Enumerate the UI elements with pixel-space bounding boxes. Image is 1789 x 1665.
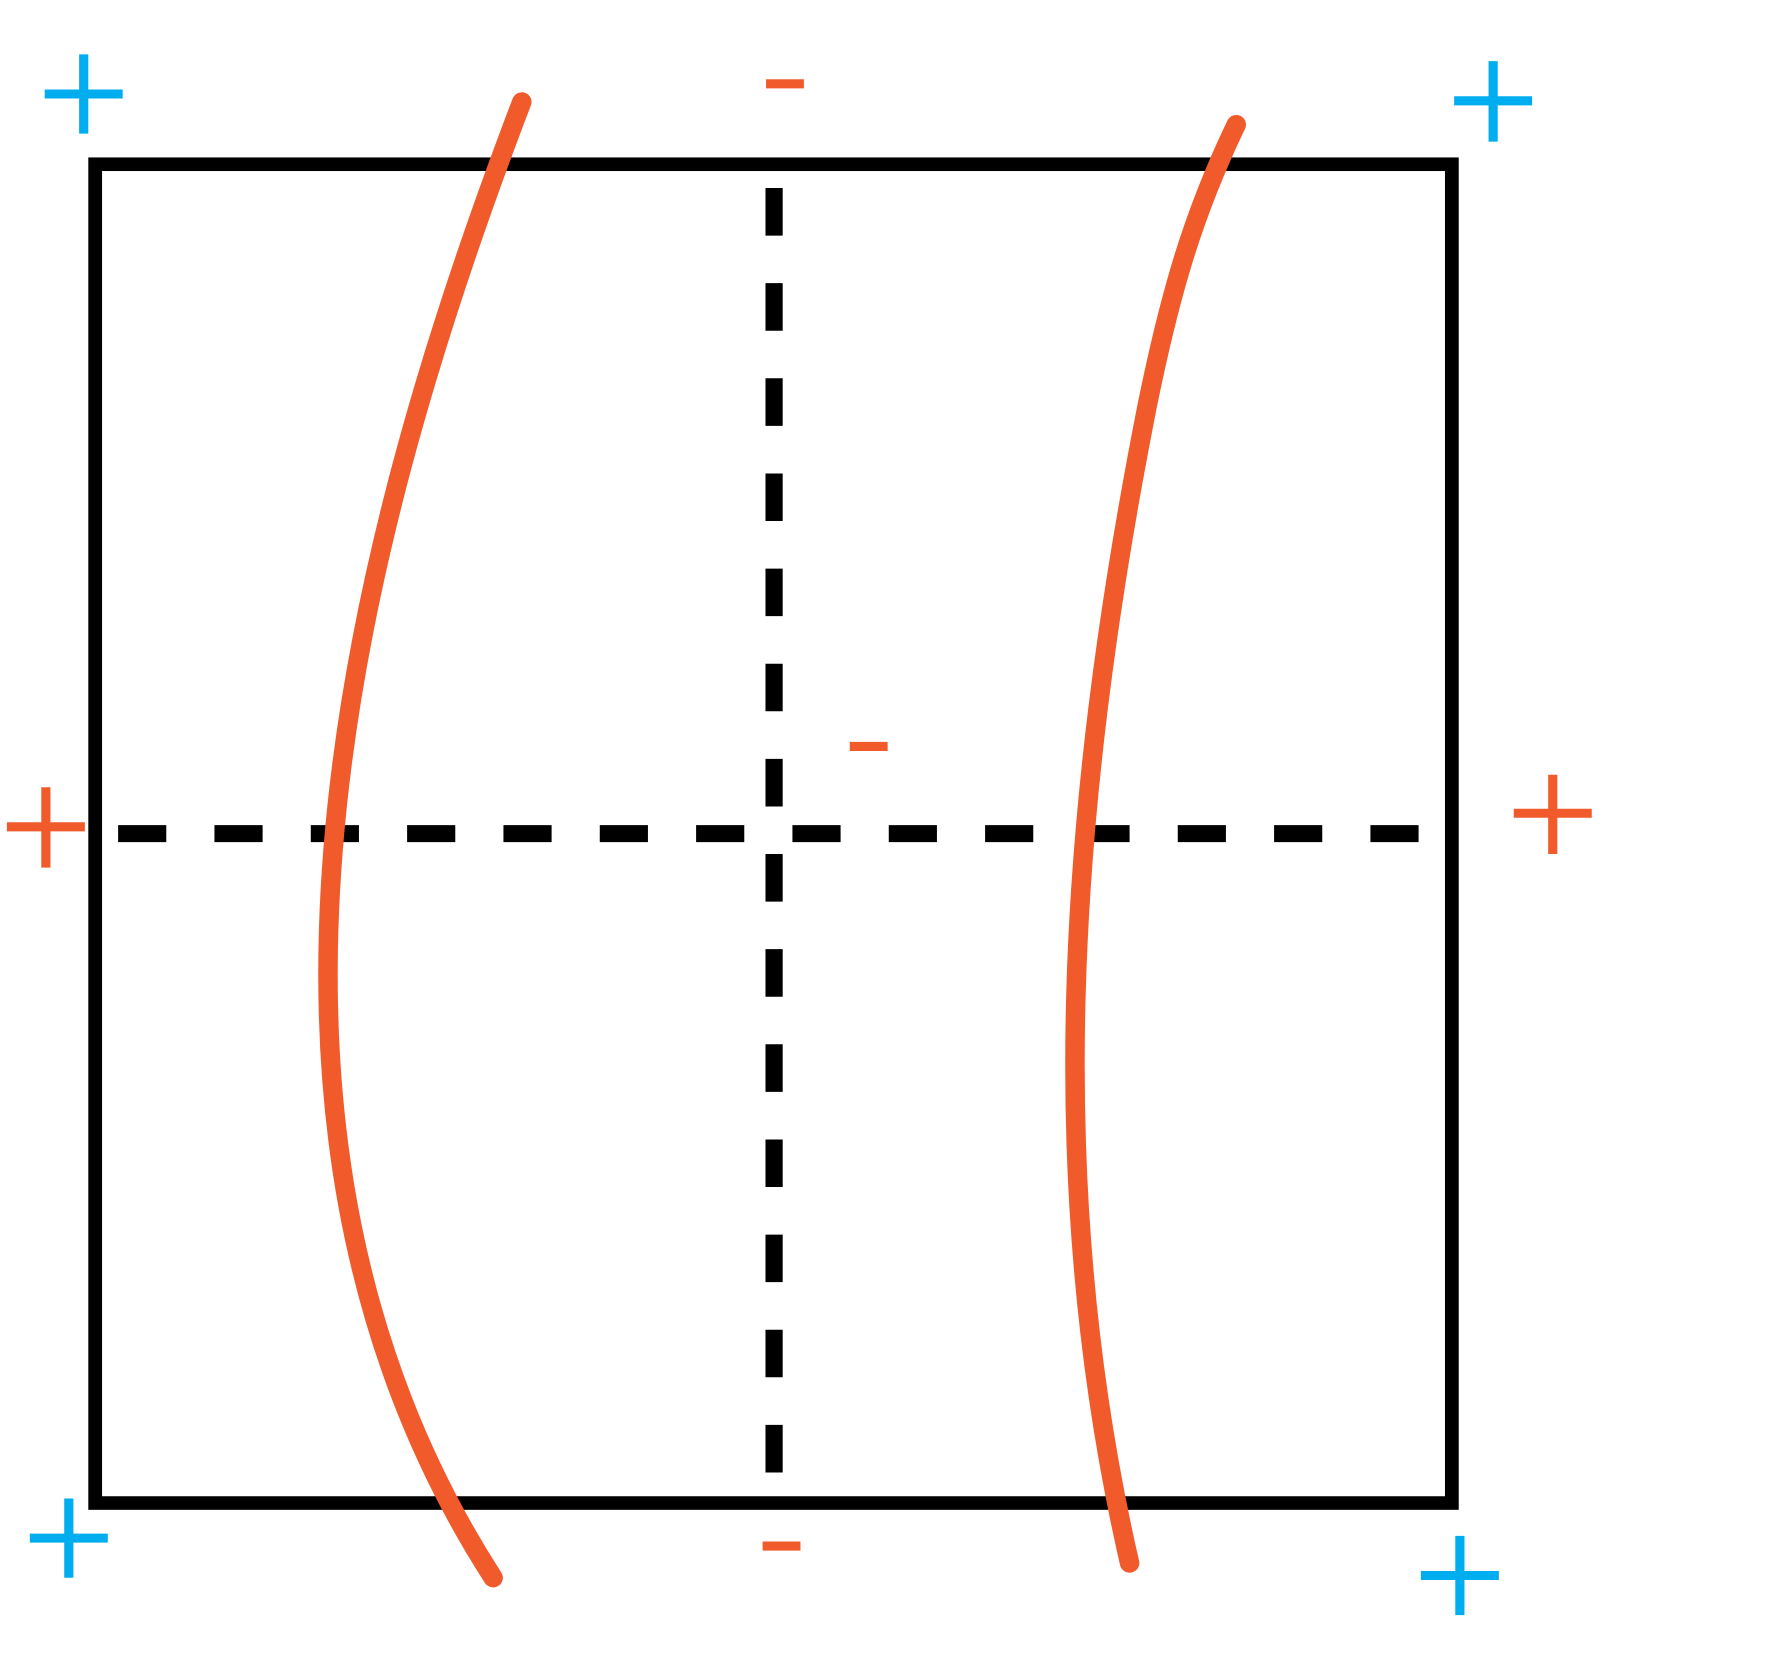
plus-sign-top-right (1454, 61, 1533, 142)
right-curve (1065, 114, 1246, 1573)
left-curve (318, 92, 532, 1588)
plus-sign-left (6, 787, 85, 868)
plus-sign-top-left (44, 54, 123, 134)
square-frame (88, 157, 1459, 1510)
plus-sign-bottom-right (1420, 1535, 1499, 1616)
plus-sign-bottom-left (29, 1498, 108, 1578)
plus-sign-right (1513, 774, 1592, 855)
